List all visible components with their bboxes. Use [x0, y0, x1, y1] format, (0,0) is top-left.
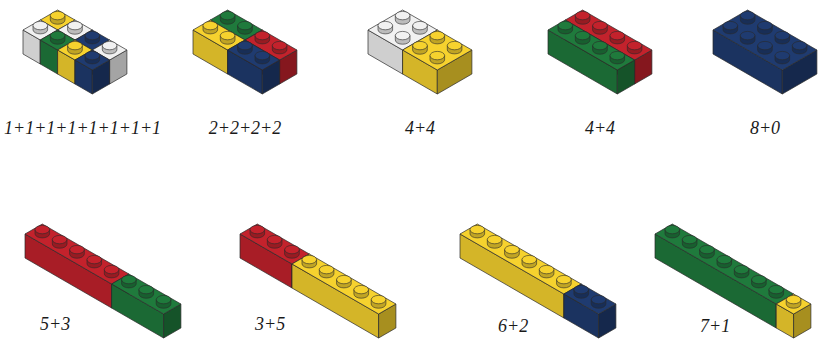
brick-stud-top	[139, 285, 154, 293]
brick-top	[25, 224, 129, 284]
brick-top	[548, 20, 635, 70]
brick-stud-top	[52, 235, 67, 243]
brick-stud-top	[395, 31, 410, 39]
brick-stud-top	[85, 31, 100, 39]
brick-stud-top	[302, 255, 317, 263]
brick-stud-top	[68, 21, 83, 29]
brick-stud-top	[505, 245, 520, 253]
brick-stud-top	[447, 41, 462, 49]
brick-stud-top	[50, 11, 65, 19]
brick-stud-top	[769, 285, 784, 293]
brick-top	[228, 40, 280, 70]
brick-stud-top	[665, 225, 680, 233]
brick-stud-top	[591, 295, 606, 303]
brick-stud-top	[272, 41, 287, 49]
caption-label: 2+2+2+2	[209, 118, 281, 140]
brick-stud-top	[220, 31, 235, 39]
brick-stud-top	[220, 11, 235, 19]
brick-stud-top	[522, 255, 537, 263]
brick-stud-top	[627, 41, 642, 49]
brick-stud-top	[758, 41, 773, 49]
brick-top	[776, 294, 811, 314]
brick-stud-top	[575, 11, 590, 19]
brick-stud-top	[470, 225, 485, 233]
brick-top	[292, 254, 396, 314]
brick-top	[368, 10, 437, 50]
brick-stud-top	[593, 41, 608, 49]
brick-stud-top	[593, 21, 608, 29]
brick-stud-top	[792, 41, 807, 49]
brick-stud-top	[371, 295, 386, 303]
caption-label: 4+4	[585, 118, 615, 140]
caption-label: 8+0	[750, 118, 780, 140]
brick-stud-top	[610, 51, 625, 59]
brick-stud-top	[50, 31, 65, 39]
caption-label: 4+4	[405, 118, 435, 140]
brick-stud-top	[752, 275, 767, 283]
brick-stud-top	[717, 255, 732, 263]
brick-stud-top	[354, 285, 369, 293]
brick-top	[564, 284, 616, 314]
brick-stud-top	[285, 245, 300, 253]
brick-stud-top	[102, 41, 117, 49]
brick-stud-top	[574, 285, 589, 293]
brick-top	[240, 224, 309, 264]
brick-stud-top	[203, 21, 218, 29]
brick-stud-top	[682, 235, 697, 243]
brick-stud-top	[700, 245, 715, 253]
brick-stud-top	[786, 295, 801, 303]
brick-top	[655, 224, 794, 304]
brick-stud-top	[413, 41, 428, 49]
brick-top	[460, 224, 581, 294]
brick-stud-top	[539, 265, 554, 273]
brick-stud-top	[775, 51, 790, 59]
brick-stud-top	[758, 21, 773, 29]
brick-stud-top	[734, 265, 749, 273]
brick-face	[460, 234, 564, 318]
caption-label: 1+1+1+1+1+1+1+1	[4, 118, 161, 140]
brick-face	[655, 234, 776, 328]
brick-stud-top	[575, 31, 590, 39]
brick-top	[112, 274, 181, 314]
brick-stud-top	[156, 295, 171, 303]
caption-label: 6+2	[498, 316, 528, 338]
brick-top	[75, 50, 110, 70]
brick-stud-top	[740, 31, 755, 39]
brick-stud-top	[33, 21, 48, 29]
brick-stud-top	[35, 225, 50, 233]
brick-stud-top	[87, 255, 102, 263]
brick-stud-top	[255, 31, 270, 39]
brick-stud-top	[610, 31, 625, 39]
brick-stud-top	[85, 51, 100, 59]
brick-stud-top	[740, 11, 755, 19]
brick-top	[713, 10, 817, 70]
brick-stud-top	[395, 11, 410, 19]
brick-stud-top	[122, 275, 137, 283]
brick-stud-top	[70, 245, 85, 253]
brick-stud-top	[337, 275, 352, 283]
brick-stud-top	[775, 31, 790, 39]
brick-stud-top	[723, 21, 738, 29]
brick-top	[403, 30, 472, 70]
caption-label: 7+1	[700, 316, 730, 338]
brick-stud-top	[238, 41, 253, 49]
brick-stud-top	[238, 21, 253, 29]
brick-stud-top	[378, 21, 393, 29]
brick-stud-top	[267, 235, 282, 243]
caption-label: 3+5	[255, 314, 285, 336]
brick-stud-top	[558, 21, 573, 29]
brick-stud-top	[430, 31, 445, 39]
brick-stud-top	[255, 51, 270, 59]
brick-stud-top	[430, 51, 445, 59]
brick-stud-top	[104, 265, 119, 273]
caption-label: 5+3	[40, 314, 70, 336]
brick-stud-top	[250, 225, 265, 233]
brick-stud-top	[68, 41, 83, 49]
brick-stud-top	[557, 275, 572, 283]
brick-stud-top	[487, 235, 502, 243]
brick-stud-top	[413, 21, 428, 29]
brick-stud-top	[319, 265, 334, 273]
